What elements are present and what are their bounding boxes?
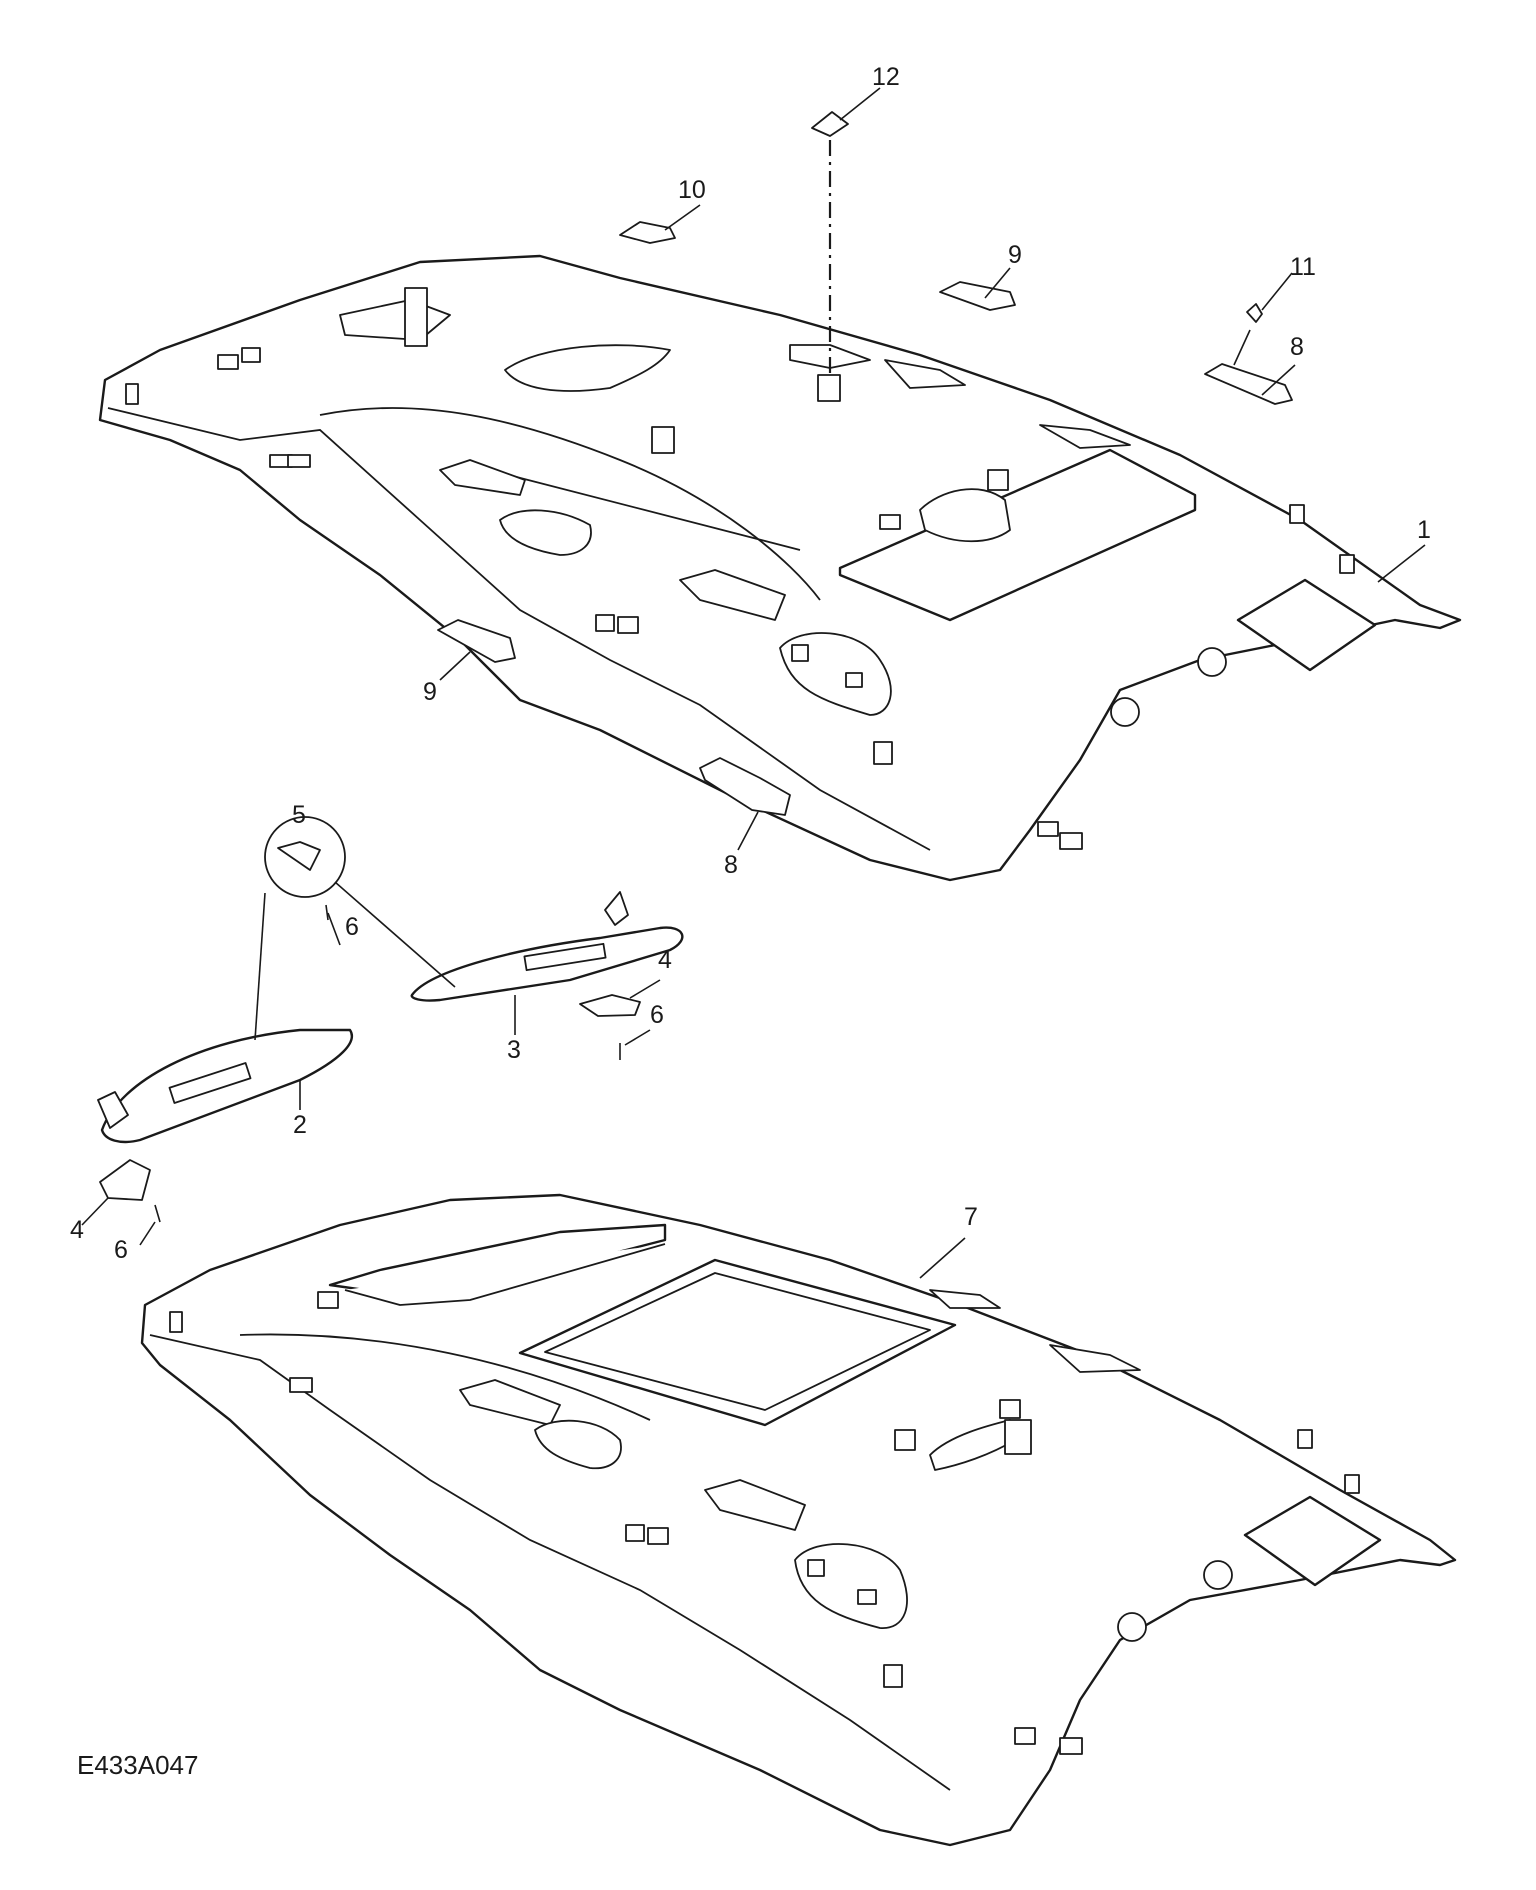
callout-4a: 4: [70, 1216, 84, 1244]
visor-clip-4: [99, 994, 641, 1201]
callout-4b: 4: [658, 946, 672, 974]
callout-5: 5: [292, 801, 306, 829]
sun-visor-3: [410, 891, 684, 1002]
callout-6b: 6: [650, 1001, 664, 1029]
callout-10: 10: [678, 176, 706, 204]
headlining-panel-1: [98, 254, 1462, 882]
callout-labels: 1 2 3 4 4 5 6 6 6 7 8 8 9 9 10 11 12: [70, 63, 1431, 1264]
part-8-lower: [699, 757, 791, 816]
part-9-lower: [437, 619, 516, 663]
callout-9a: 9: [1008, 241, 1022, 269]
part-10: [619, 221, 676, 244]
part-11: [1246, 303, 1263, 323]
callout-6a: 6: [345, 913, 359, 941]
callout-leaders: [81, 87, 1426, 1279]
lamp-mount: [817, 374, 841, 402]
callout-6c: 6: [114, 1236, 128, 1264]
part-8-upper: [1204, 363, 1293, 405]
callout-7: 7: [964, 1203, 978, 1231]
headlining-panel-7: [140, 1193, 1457, 1847]
clip-12: [811, 111, 849, 137]
callout-8b: 8: [724, 851, 738, 879]
sun-visor-2: [97, 1028, 353, 1144]
screws-6: [154, 904, 621, 1223]
callout-8a: 8: [1290, 333, 1304, 361]
callout-3: 3: [507, 1036, 521, 1064]
callout-12: 12: [872, 63, 900, 91]
detail-inset-5: [254, 816, 456, 1041]
callout-1: 1: [1417, 516, 1431, 544]
part-9-upper: [939, 281, 1016, 311]
clip-12-assembly: [811, 111, 849, 402]
callout-2: 2: [293, 1111, 307, 1139]
callout-11: 11: [1290, 253, 1316, 281]
drawing-reference-code: E433A047: [77, 1750, 199, 1780]
callout-9b: 9: [423, 678, 437, 706]
